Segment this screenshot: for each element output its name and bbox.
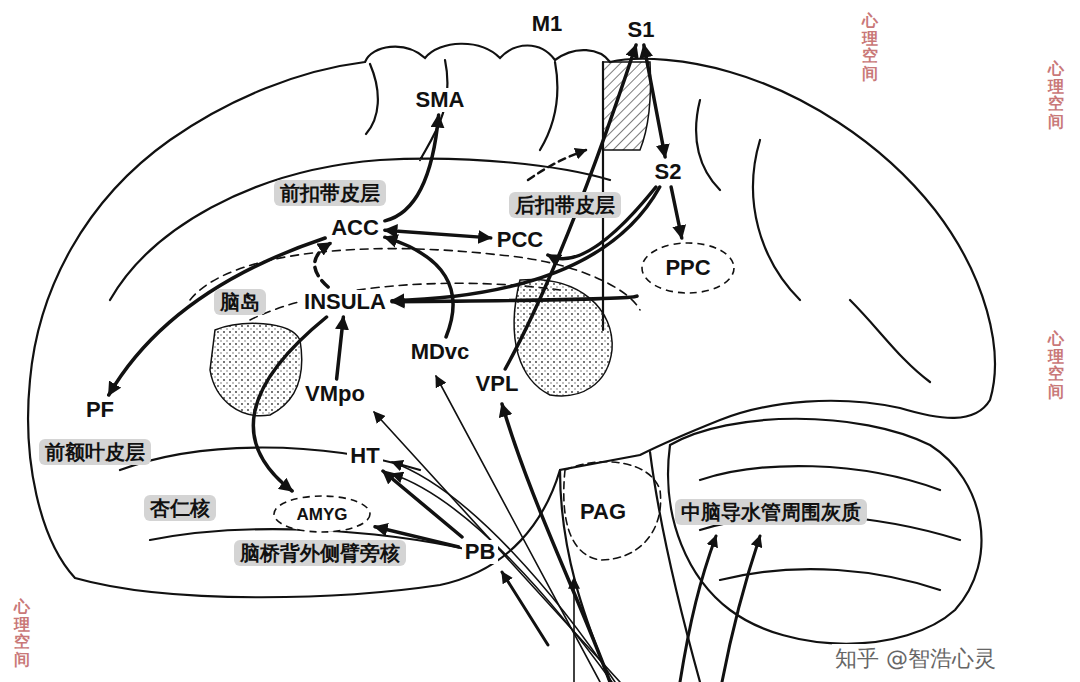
region-abbreviation: AMYG bbox=[294, 505, 351, 524]
cortex-label: M1 bbox=[529, 12, 566, 36]
spinal-tract-arrow bbox=[573, 578, 575, 682]
region-name: 后扣带皮层 bbox=[509, 192, 621, 218]
region-abbreviation: S2 bbox=[652, 160, 685, 184]
region-abbreviation: SMA bbox=[413, 88, 468, 112]
region-name: 前扣带皮层 bbox=[274, 180, 386, 206]
watermark: 心理空间 bbox=[1048, 60, 1064, 130]
region-label: 后扣带皮层PCC bbox=[494, 228, 546, 252]
pathway-arrow bbox=[392, 296, 637, 302]
region-name: 杏仁核 bbox=[144, 495, 216, 521]
pathway-arrow bbox=[392, 187, 660, 301]
region-name: 前额叶皮层 bbox=[39, 439, 151, 465]
cortex-label: SMA bbox=[413, 88, 468, 112]
region-name: 脑桥背外侧臂旁核 bbox=[234, 540, 406, 566]
region-abbreviation: VPL bbox=[473, 372, 522, 396]
spinal-tract-arrow bbox=[392, 462, 615, 682]
region-ellipse: PPC bbox=[640, 241, 736, 295]
region-label: PAG中脑导水管周围灰质 bbox=[577, 500, 629, 524]
region-abbreviation: PB bbox=[462, 540, 499, 564]
pathway-arrow bbox=[385, 230, 491, 238]
pag-dashed-outline bbox=[564, 462, 661, 560]
region-label: 脑桥背外侧臂旁核PB bbox=[462, 540, 499, 564]
spinal-tract-arrow bbox=[680, 536, 716, 682]
sulcus-line bbox=[110, 60, 930, 550]
watermark: 心理空间 bbox=[862, 12, 878, 82]
region-abbreviation: S1 bbox=[625, 18, 658, 42]
region-label: PF前额叶皮层 bbox=[83, 398, 117, 422]
pathway-arrow bbox=[337, 317, 344, 379]
cortex-label: S1 bbox=[625, 18, 658, 42]
pathway-arrow bbox=[315, 243, 331, 287]
spinal-tract-arrow bbox=[722, 536, 760, 682]
watermark: 知乎 @智浩心灵 bbox=[832, 644, 999, 674]
pathway-arrow bbox=[383, 471, 462, 537]
dashed-projection-arrow bbox=[528, 150, 586, 180]
region-abbreviation: PCC bbox=[494, 228, 546, 252]
region-abbreviation: INSULA bbox=[301, 290, 389, 314]
pathway-arrow bbox=[385, 115, 439, 221]
spinal-tract-arrow bbox=[374, 412, 620, 682]
nucleus-label: MDvc bbox=[408, 340, 473, 364]
region-abbreviation: PF bbox=[83, 398, 117, 422]
cerebrum-outline bbox=[28, 44, 995, 598]
thalamus-stippled-area bbox=[514, 280, 612, 396]
watermark: 心理空间 bbox=[14, 598, 30, 668]
pathway-arrow bbox=[505, 45, 636, 369]
spinal-tract-arrow bbox=[436, 376, 600, 682]
nucleus-label: VPL bbox=[473, 372, 522, 396]
cerebellum-outline bbox=[668, 419, 981, 644]
region-abbreviation: PAG bbox=[577, 500, 629, 524]
region-abbreviation: ACC bbox=[328, 216, 382, 240]
nucleus-label: HT bbox=[347, 444, 382, 468]
region-abbreviation: M1 bbox=[529, 12, 566, 36]
region-abbreviation: HT bbox=[347, 444, 382, 468]
region-ellipse: 杏仁核AMYG bbox=[272, 494, 372, 534]
region-label: 脑岛INSULA bbox=[301, 290, 389, 314]
cortex-label: S2 bbox=[652, 160, 685, 184]
pathway-arrow bbox=[644, 45, 665, 157]
pathway-arrow bbox=[109, 238, 325, 395]
pathway-arrow bbox=[671, 187, 682, 238]
region-name: 脑岛 bbox=[214, 289, 266, 315]
dashed-ellipse-shape bbox=[274, 496, 370, 532]
dashed-ellipse-shape bbox=[642, 243, 734, 293]
spinal-tract-arrow bbox=[502, 404, 610, 682]
nucleus-label: VMpo bbox=[302, 382, 368, 406]
region-label: 前扣带皮层ACC bbox=[328, 216, 382, 240]
spinal-tract-arrow bbox=[502, 572, 548, 645]
pathway-arrow bbox=[385, 237, 453, 337]
watermark: 心理空间 bbox=[1048, 330, 1064, 400]
region-abbreviation: VMpo bbox=[302, 382, 368, 406]
region-name: 中脑导水管周围灰质 bbox=[675, 499, 867, 525]
region-abbreviation: PPC bbox=[662, 256, 713, 280]
region-abbreviation: MDvc bbox=[408, 340, 473, 364]
